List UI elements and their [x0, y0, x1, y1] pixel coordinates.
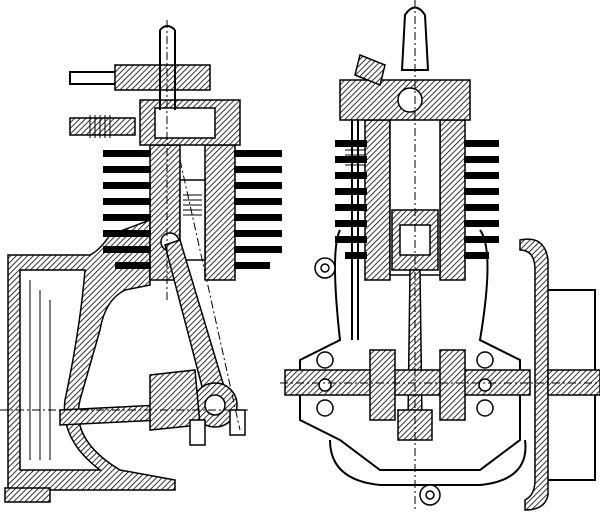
crankcase-housing: [299, 229, 521, 471]
side-section-view: [0, 20, 282, 503]
front-section-view: [280, 0, 600, 511]
piston-left: [179, 179, 206, 261]
flywheel: [519, 238, 549, 511]
